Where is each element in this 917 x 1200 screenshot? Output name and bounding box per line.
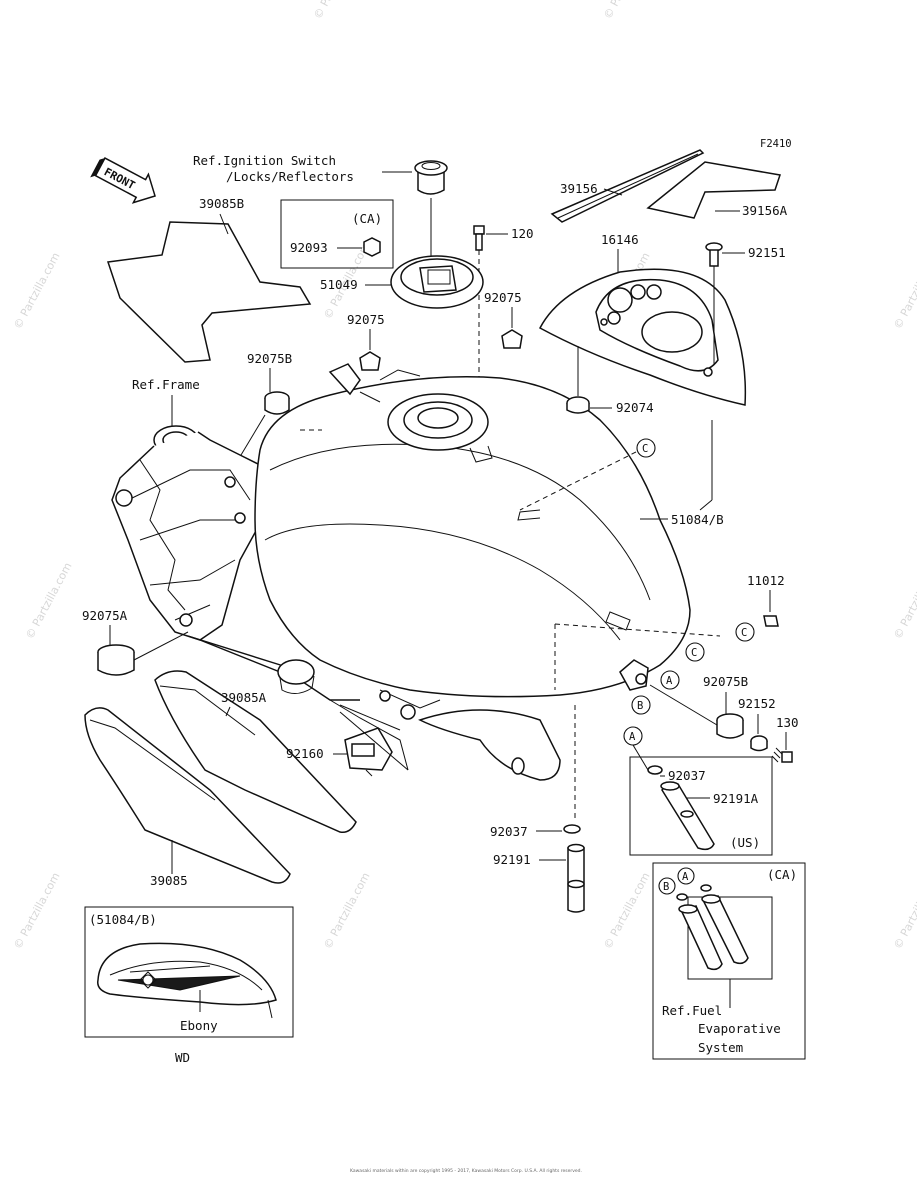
label-39085A: 39085A [221,690,267,705]
copyright-text: Kawasaki materials within are copyright … [350,1168,582,1174]
label-92093: 92093 [290,240,328,255]
svg-text:B: B [637,700,643,712]
ref-frame-label: Ref.Frame [132,377,200,392]
svg-text:C: C [741,627,747,639]
pad-39085B [107,221,312,363]
ref-fuel-label-3: System [698,1040,743,1055]
watermark: © Partzilla.com [11,870,62,951]
hose-92191A [660,781,715,851]
callout-c-top: C [636,438,656,458]
ebony-inset [84,906,294,1038]
callout-b-ca: B [658,877,676,895]
ca-box-label: (CA) [352,211,382,226]
ebony-label: Ebony [180,1018,218,1033]
label-92075A: 92075A [82,608,128,623]
us-box-label: (US) [730,835,760,850]
label-51084B: 51084/B [671,512,724,527]
pad-39085 [84,707,291,884]
label-120: 120 [511,226,534,241]
bolt-130 [771,747,793,763]
washer-92152 [750,735,768,752]
diagram-code: F2410 [760,138,792,150]
ca-box [280,199,394,269]
clip-11012 [763,615,779,627]
label-92074: 92074 [616,400,654,415]
wd-label: WD [175,1050,190,1065]
ignition-cap-part [414,160,448,258]
label-92037-bottom: 92037 [490,824,528,839]
plug-92074 [566,396,590,414]
label-51049: 51049 [320,277,358,292]
svg-text:A: A [666,675,673,687]
svg-text:C: C [642,443,648,455]
svg-text:A: A [682,871,689,883]
callout-c-right: C [735,622,755,642]
label-39085B: 39085B [199,196,244,211]
label-39085: 39085 [150,873,188,888]
bracket-92160 [344,727,393,777]
ref-ignition-label-2: /Locks/Reflectors [226,169,354,184]
grommet-92075-left [359,351,381,371]
label-39156A: 39156A [742,203,788,218]
bolt-120 [473,225,485,251]
watermark: © Partzilla.com [11,250,62,331]
watermark: © Partzilla.com [601,0,652,21]
label-39156: 39156 [560,181,598,196]
screw-92151 [705,242,723,267]
inset-part-label: (51084/B) [89,912,157,927]
pad-39085A [154,670,357,834]
label-92075B-left: 92075B [247,351,292,366]
callout-a-ca: A [677,867,695,885]
clamp-92037-us [647,765,663,775]
ref-ignition-label: Ref.Ignition Switch [193,153,336,168]
damper-92075B-right [716,713,744,739]
inset-tank [97,942,277,1019]
damper-92075A [97,644,135,676]
svg-text:C: C [691,647,697,659]
watermark: © Partzilla.com [601,870,652,951]
label-92191A: 92191A [713,791,759,806]
clamp-92037 [563,824,581,834]
ref-fuel-label-2: Evaporative [698,1021,781,1036]
label-16146: 16146 [601,232,639,247]
nut-92093 [363,237,381,257]
callout-b-tank: B [631,695,651,715]
trim-39156A [646,161,781,219]
watermark: © Partzilla.com [321,870,372,951]
label-92152: 92152 [738,696,776,711]
ca-evap-label: (CA) [767,867,797,882]
trim-strip-39156 [550,149,705,223]
svg-text:A: A [629,731,636,743]
watermark: © Partzilla.com [891,560,917,641]
callout-a-us: A [623,726,643,746]
label-92075-left: 92075 [347,312,385,327]
label-92160: 92160 [286,746,324,761]
ring-51049 [390,255,484,309]
label-92075-right: 92075 [484,290,522,305]
watermark: © Partzilla.com [23,560,74,641]
callout-c-mid: C [685,642,705,662]
evap-hoses [676,884,773,1008]
label-130: 130 [776,715,799,730]
label-92151: 92151 [748,245,786,260]
hose-92191 [567,843,585,913]
watermark: © Partzilla.com [891,870,917,951]
label-92075B-right: 92075B [703,674,748,689]
watermark: © Partzilla.com [311,0,362,21]
us-box [629,756,773,856]
meter-cover-16146 [538,268,747,406]
front-arrow-icon: FRONT [90,157,156,204]
label-92191: 92191 [493,852,531,867]
damper-92075B-left [264,391,290,415]
label-11012: 11012 [747,573,785,588]
grommet-92075-right [501,329,523,349]
fuel-tank-51084B [254,363,691,781]
callout-a-tank: A [660,670,680,690]
label-92037-us: 92037 [668,768,706,783]
watermark: © Partzilla.com [891,250,917,331]
ca-evap-box [652,862,806,1060]
svg-text:B: B [663,881,669,893]
ref-fuel-label: Ref.Fuel [662,1003,722,1018]
